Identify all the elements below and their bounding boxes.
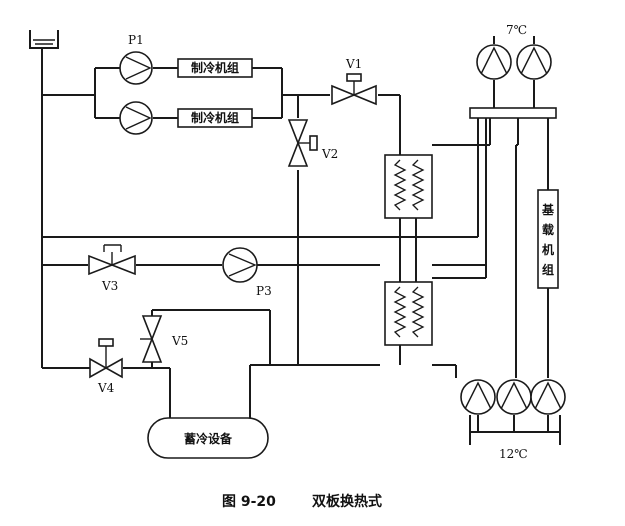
chiller-unit-2-label: 制冷机组 (191, 110, 239, 125)
return-pump-3 (530, 379, 566, 415)
chiller-unit-1: 制冷机组 (177, 58, 253, 78)
base-chiller-char-3: 机 (542, 242, 554, 257)
pipe-network (41, 36, 561, 445)
plate-heat-exchanger-1 (384, 154, 433, 219)
valve-v5 (140, 315, 163, 363)
label-v4: V4 (97, 381, 115, 395)
chiller-unit-2: 制冷机组 (177, 108, 253, 128)
supply-pump-2 (516, 44, 552, 80)
label-v5: V5 (171, 334, 188, 348)
base-chiller-char-4: 组 (542, 262, 554, 277)
label-v1: V1 (345, 57, 362, 71)
label-p1: P1 (128, 33, 144, 47)
chiller-unit-1-label: 制冷机组 (191, 60, 239, 75)
return-pump-2 (496, 379, 532, 415)
valve-v3 (88, 244, 136, 276)
label-supply-temp: 7℃ (506, 23, 527, 37)
figure-number: 图 9-20 (222, 494, 276, 510)
expansion-tank (29, 30, 59, 49)
plate-heat-exchanger-2 (384, 281, 433, 346)
storage-equipment: 蓄冷设备 (147, 417, 269, 459)
return-pump-1 (460, 379, 496, 415)
pump-p3 (222, 247, 258, 283)
label-v2: V2 (321, 147, 338, 161)
base-chiller-char-2: 载 (542, 222, 554, 237)
base-load-chiller: 基 载 机 组 (537, 189, 559, 289)
pump-p2 (119, 101, 153, 135)
valve-v4 (89, 338, 123, 379)
figure-title: 双板换热式 (312, 493, 382, 510)
storage-equipment-label: 蓄冷设备 (184, 431, 233, 446)
label-p3: P3 (256, 284, 272, 298)
valve-v1 (331, 73, 377, 106)
valve-v2 (287, 119, 318, 167)
supply-pump-1 (476, 44, 512, 80)
label-v3: V3 (101, 279, 118, 293)
label-return-temp: 12℃ (499, 447, 528, 461)
pump-p1 (119, 51, 153, 85)
base-chiller-char-1: 基 (541, 202, 555, 217)
